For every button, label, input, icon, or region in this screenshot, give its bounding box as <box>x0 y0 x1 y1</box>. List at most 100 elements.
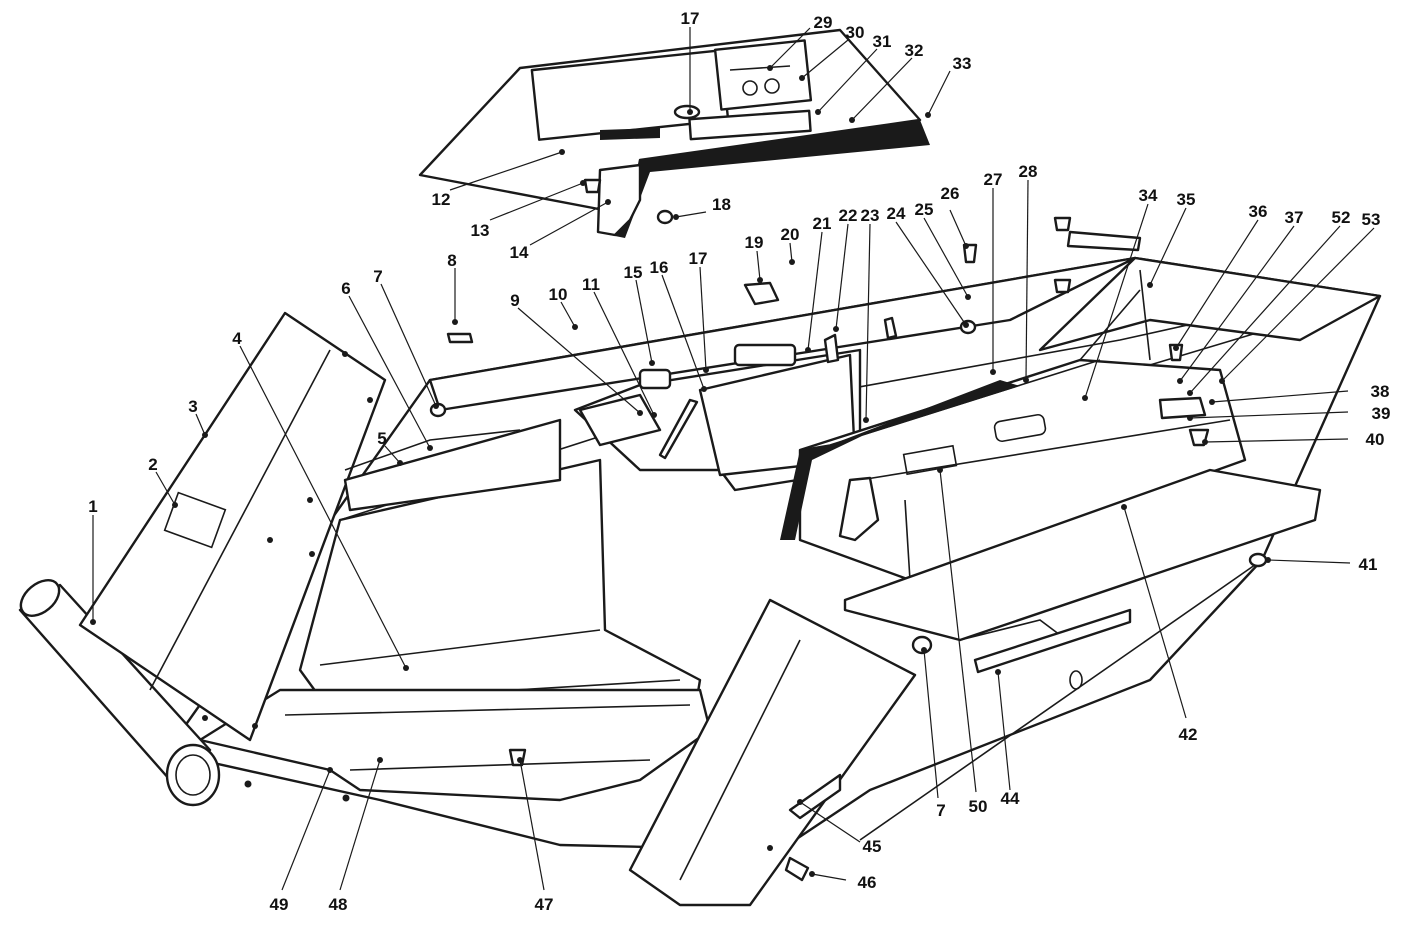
callout-label-10: 10 <box>549 285 568 304</box>
callout-label-16: 16 <box>650 258 669 277</box>
callout-37: 37 <box>1177 208 1303 384</box>
callout-label-48: 48 <box>329 895 348 914</box>
callout-19: 19 <box>745 233 764 283</box>
callout-48: 48 <box>329 757 383 914</box>
callout-label-23: 23 <box>861 206 880 225</box>
callout-13: 13 <box>471 180 586 240</box>
callout-52: 52 <box>1187 208 1350 396</box>
callout-41: 41 <box>1265 555 1377 574</box>
callout-12: 12 <box>432 149 565 209</box>
callout-label-40: 40 <box>1366 430 1385 449</box>
callout-label-53: 53 <box>1362 210 1381 229</box>
callout-label-49: 49 <box>270 895 289 914</box>
callout-label-28: 28 <box>1019 162 1038 181</box>
right-front-panel <box>628 598 917 907</box>
callout-label-1: 1 <box>88 497 97 516</box>
callout-label-39: 39 <box>1372 404 1391 423</box>
callout-7-upper: 7 <box>373 267 439 409</box>
callout-3: 3 <box>188 397 208 438</box>
callout-label-30: 30 <box>846 23 865 42</box>
callout-label-50: 50 <box>969 797 988 816</box>
callout-22: 22 <box>833 206 857 332</box>
callout-33: 33 <box>925 54 971 118</box>
callout-53: 53 <box>1219 210 1380 384</box>
callout-label-14: 14 <box>510 243 529 262</box>
callout-39: 39 <box>1187 404 1390 423</box>
callout-label-32: 32 <box>905 41 924 60</box>
callout-label-5: 5 <box>377 429 386 448</box>
front-bumper-rail <box>198 688 712 802</box>
callout-15: 15 <box>624 263 655 366</box>
callout-label-22: 22 <box>839 206 858 225</box>
callout-label-29: 29 <box>814 13 833 32</box>
callout-label-3: 3 <box>188 397 197 416</box>
callout-5: 5 <box>377 429 403 466</box>
callout-label-21: 21 <box>813 214 832 233</box>
callout-8: 8 <box>447 251 458 325</box>
callout-label-25: 25 <box>915 200 934 219</box>
callout-label-41: 41 <box>1359 555 1378 574</box>
callout-label-35: 35 <box>1177 190 1196 209</box>
callout-label-24: 24 <box>887 204 906 223</box>
callout-6: 6 <box>341 279 433 451</box>
callout-label-27: 27 <box>984 170 1003 189</box>
callout-18: 18 <box>673 195 731 220</box>
callout-24: 24 <box>887 204 969 328</box>
callout-44: 44 <box>995 669 1020 808</box>
callout-label-17-upper: 17 <box>681 9 700 28</box>
callout-group: 1 2 3 4 5 6 7 7 <box>88 9 1390 914</box>
callout-label-38: 38 <box>1371 382 1390 401</box>
callout-label-46: 46 <box>858 873 877 892</box>
callout-38: 38 <box>1209 382 1389 405</box>
callout-4: 4 <box>232 329 409 671</box>
callout-label-13: 13 <box>471 221 490 240</box>
callout-label-26: 26 <box>941 184 960 203</box>
callout-label-15: 15 <box>624 263 643 282</box>
callout-label-19: 19 <box>745 233 764 252</box>
callout-label-18: 18 <box>712 195 731 214</box>
callout-27: 27 <box>984 170 1003 375</box>
callout-label-11: 11 <box>582 275 600 294</box>
callout-42: 42 <box>1121 504 1197 744</box>
callout-28: 28 <box>1019 162 1038 383</box>
callout-1: 1 <box>88 497 98 625</box>
callout-26: 26 <box>941 184 969 249</box>
callout-14: 14 <box>510 199 611 262</box>
callout-36: 36 <box>1173 202 1267 351</box>
callout-label-9: 9 <box>510 291 519 310</box>
callout-10: 10 <box>549 285 578 330</box>
callout-label-37: 37 <box>1285 208 1304 227</box>
callout-34: 34 <box>1082 186 1158 401</box>
callout-32: 32 <box>849 41 923 123</box>
callout-label-52: 52 <box>1332 208 1351 227</box>
right-rear-rails <box>1038 256 1382 361</box>
front-tube <box>18 579 221 807</box>
callout-label-4: 4 <box>232 329 242 348</box>
callout-47: 47 <box>517 757 553 914</box>
callout-label-36: 36 <box>1249 202 1268 221</box>
callout-label-17-lower: 17 <box>689 249 708 268</box>
callout-11: 11 <box>582 275 657 418</box>
callout-label-20: 20 <box>781 225 800 244</box>
callout-label-34: 34 <box>1139 186 1158 205</box>
callout-label-6: 6 <box>341 279 350 298</box>
callout-31: 31 <box>815 32 891 115</box>
callout-40: 40 <box>1202 430 1384 449</box>
right-floor-tray <box>843 468 1322 674</box>
battery-compartment <box>573 343 862 492</box>
dash-console <box>418 28 930 238</box>
callout-46: 46 <box>809 871 876 892</box>
callout-9: 9 <box>510 291 643 416</box>
right-seat-box <box>780 358 1247 582</box>
front-hood-panel <box>78 311 387 742</box>
callout-label-7-lower: 7 <box>936 801 945 820</box>
callout-label-2: 2 <box>148 455 157 474</box>
left-rail <box>343 256 1137 512</box>
callout-2: 2 <box>148 455 178 508</box>
callout-label-45: 45 <box>863 837 882 856</box>
callout-49: 49 <box>270 767 333 914</box>
callout-label-31: 31 <box>873 32 892 51</box>
callout-17-upper: 17 <box>681 9 700 115</box>
